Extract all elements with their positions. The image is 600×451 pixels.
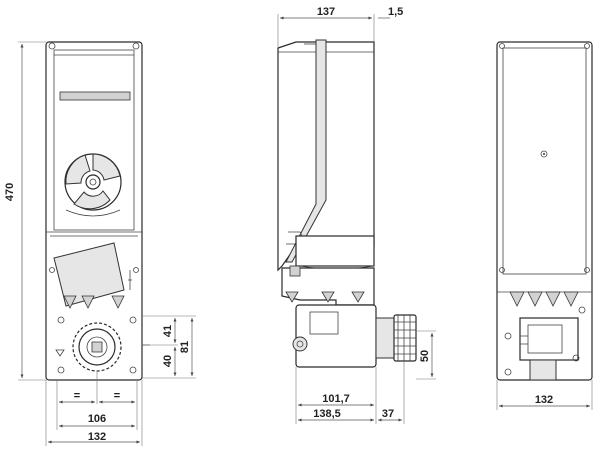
dim-side-138-5: 138,5 bbox=[313, 408, 341, 420]
dim-side-101-7: 101,7 bbox=[322, 393, 350, 405]
back-center-hole bbox=[540, 150, 548, 158]
back-motor-box bbox=[519, 317, 579, 361]
side-shaft-gear bbox=[393, 314, 417, 362]
side-motor-block bbox=[295, 304, 377, 368]
dim-front-height: 470 bbox=[4, 183, 16, 201]
front-rotary-selector bbox=[64, 153, 122, 217]
side-lower-body bbox=[281, 267, 375, 306]
front-view: 470 41 40 81 = = 106 132 bbox=[4, 41, 196, 446]
dim-side-1-5: 1,5 bbox=[388, 6, 403, 18]
dim-front-106: 106 bbox=[88, 413, 106, 425]
dim-side-137: 137 bbox=[317, 6, 335, 18]
dim-front-132: 132 bbox=[88, 431, 106, 443]
side-view: 137 1,5 50 101,7 138,5 37 bbox=[277, 6, 436, 424]
dim-equal-right: = bbox=[114, 390, 120, 402]
front-screw-top-left bbox=[48, 42, 56, 50]
front-inner-panel bbox=[53, 49, 135, 231]
front-label-slot bbox=[59, 91, 131, 101]
dim-front-40: 40 bbox=[162, 355, 174, 367]
dim-back-132: 132 bbox=[535, 394, 553, 406]
side-cover-lever bbox=[285, 39, 327, 263]
front-screw-top-right bbox=[132, 42, 140, 50]
dim-front-81: 81 bbox=[179, 341, 191, 353]
dim-side-50: 50 bbox=[419, 350, 431, 362]
dim-front-41: 41 bbox=[162, 325, 174, 337]
dim-side-37: 37 bbox=[382, 408, 394, 420]
front-tilted-cover bbox=[53, 242, 125, 307]
back-view: 132 bbox=[496, 41, 593, 410]
front-gear bbox=[72, 322, 122, 372]
dim-equal-left: = bbox=[74, 390, 80, 402]
